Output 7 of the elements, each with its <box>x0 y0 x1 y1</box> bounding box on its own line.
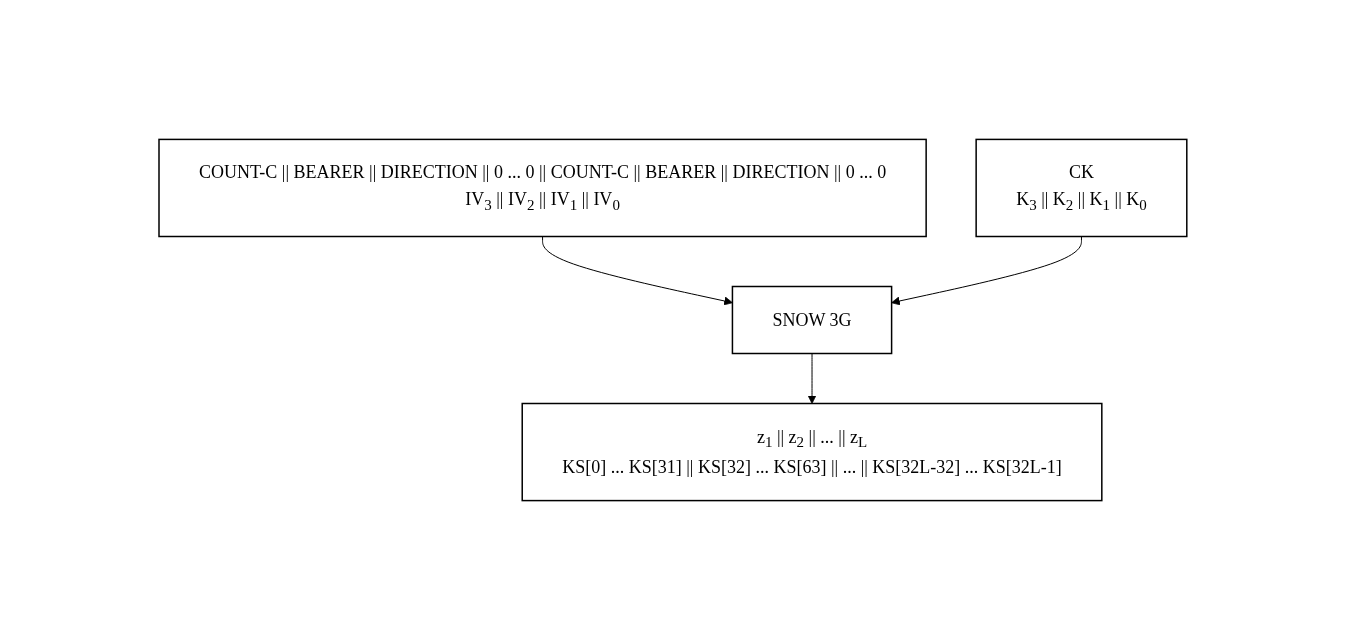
node-box: CK K$_{3}$ || K$_{2}$ || K$_{1}$ || K$_{0}$ <box>975 138 1188 237</box>
node-box: COUNT-C || BEARER || DIRECTION || 0 ... 0 || COUNT-C || BEARER || DIRECTION || 0 ... 0 IV$_{3}$ || IV$_{2}$ || IV$_{1}$ || IV$_{0}$ <box>158 138 927 237</box>
node-box: z$_{1}$ || z$_{2}$ || ... || z$_{L}$ KS[0] ... KS[31] || KS[32] ... KS[63] || ... || KS[32L-32] ... KS[32L-1] <box>521 402 1103 501</box>
arrow <box>891 235 1083 305</box>
arrow <box>542 235 733 305</box>
arrow <box>807 352 817 404</box>
node-box: SNOW 3G <box>731 285 893 354</box>
